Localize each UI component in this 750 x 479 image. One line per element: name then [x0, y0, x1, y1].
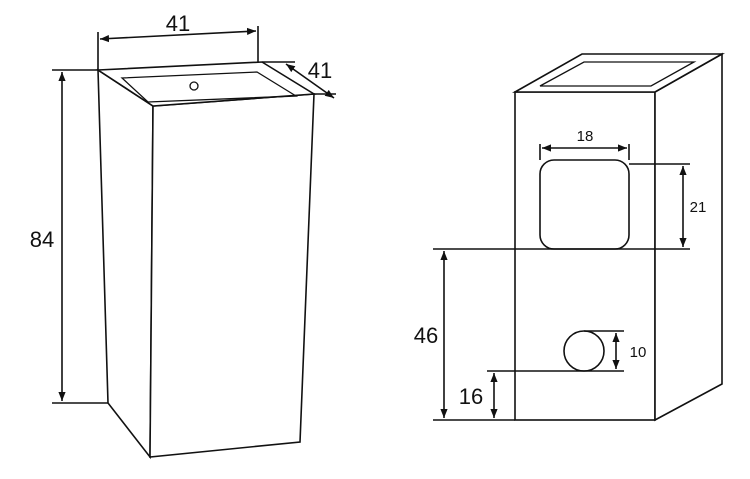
depth-dimension-line	[285, 63, 335, 99]
pipe-center-height-label: 16	[459, 384, 483, 409]
opening-height-label: 21	[690, 199, 707, 216]
opening-width-label: 18	[577, 128, 594, 145]
back-side-face	[654, 52, 723, 422]
pipe-diameter-label: 10	[630, 344, 647, 361]
drain-hole	[189, 81, 199, 91]
basin-left-face	[97, 68, 154, 460]
back-view: 18 21 46 10 16	[414, 52, 726, 422]
width-label: 41	[166, 11, 190, 36]
width-dimension-line	[99, 27, 257, 43]
back-top-face	[511, 53, 726, 93]
opening-bottom-height-label: 46	[414, 323, 438, 348]
height-label: 84	[30, 227, 54, 252]
basin-front-face	[149, 93, 315, 458]
depth-label: 41	[308, 58, 332, 83]
pedestal-basin-view: 41 41 84	[30, 11, 336, 460]
back-top-inner	[539, 61, 697, 87]
